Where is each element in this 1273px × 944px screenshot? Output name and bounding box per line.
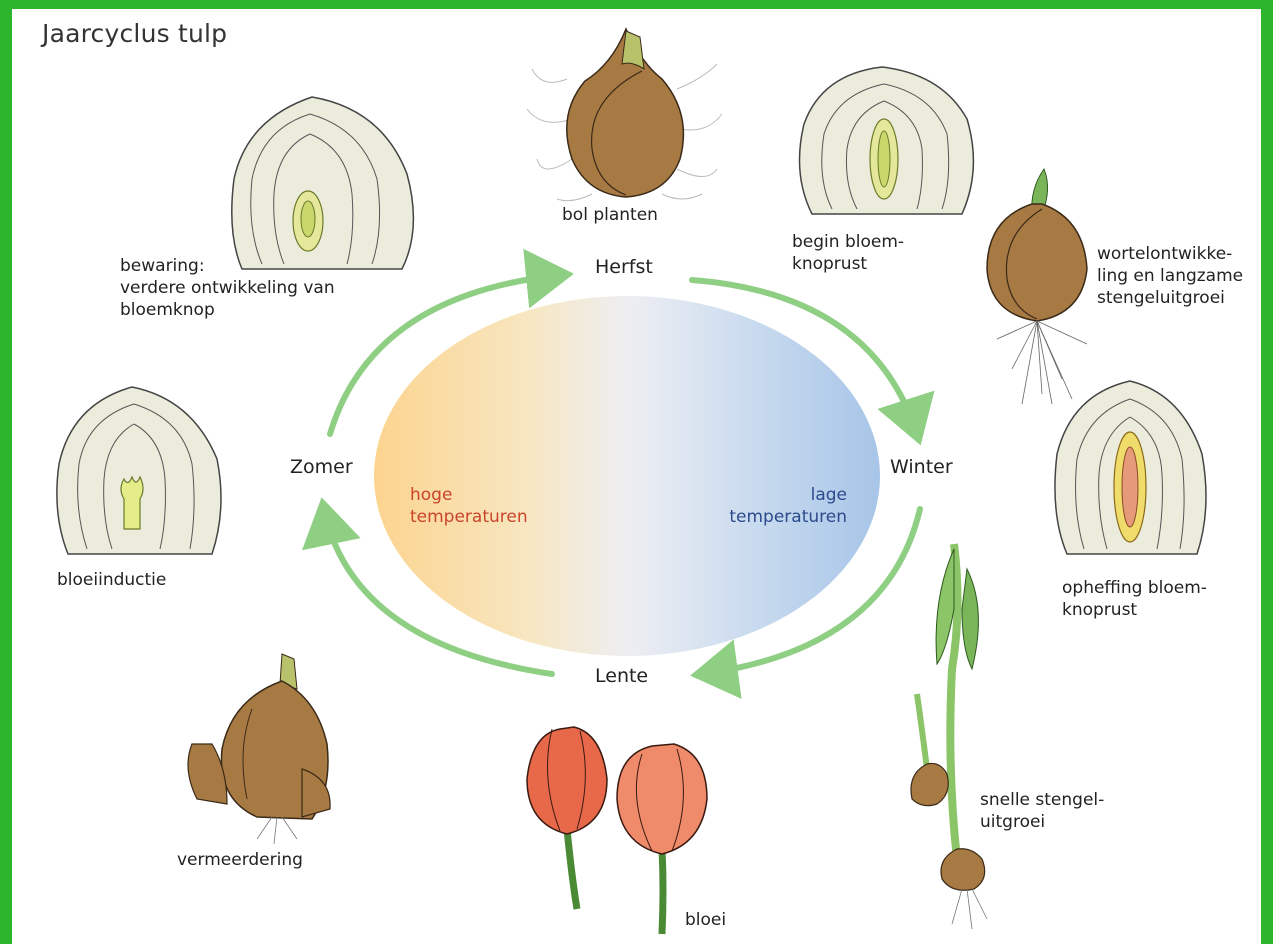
cut-bulb-icon	[1055, 381, 1206, 554]
cut-bulb-icon	[232, 97, 414, 269]
temperature-ellipse	[374, 296, 880, 656]
bulb-icon	[188, 654, 330, 844]
season-autumn: Herfst	[595, 256, 653, 278]
season-winter: Winter	[890, 456, 953, 478]
stage-induction: bloeiinductie	[57, 569, 166, 591]
bulb-icon	[527, 29, 722, 201]
sprouting-bulb-icon	[911, 544, 987, 929]
season-summer: Zomer	[290, 456, 353, 478]
cut-bulb-icon	[57, 387, 221, 554]
stage-flowering: bloei	[685, 909, 726, 931]
stage-storage: bewaring: verdere ontwikkeling van bloem…	[120, 255, 335, 321]
stage-fast-growth: snelle stengel- uitgroei	[980, 789, 1104, 833]
stage-dormancy-start: begin bloem- knoprust	[792, 231, 904, 275]
tulip-flower-icon	[527, 727, 707, 934]
diagram-frame: Jaarcyclus tulp	[12, 9, 1261, 944]
season-spring: Lente	[595, 665, 648, 687]
cut-bulb-icon	[800, 67, 974, 214]
temperature-low: lage temperaturen	[707, 484, 847, 528]
temperature-high: hoge temperaturen	[410, 484, 528, 528]
stage-dormancy-end: opheffing bloem- knoprust	[1062, 577, 1207, 621]
stage-propagation: vermeerdering	[177, 849, 303, 871]
stage-planting: bol planten	[562, 204, 658, 226]
sprouting-bulb-icon	[987, 169, 1087, 404]
stage-root-growth: wortelontwikke- ling en langzame stengel…	[1097, 243, 1243, 309]
